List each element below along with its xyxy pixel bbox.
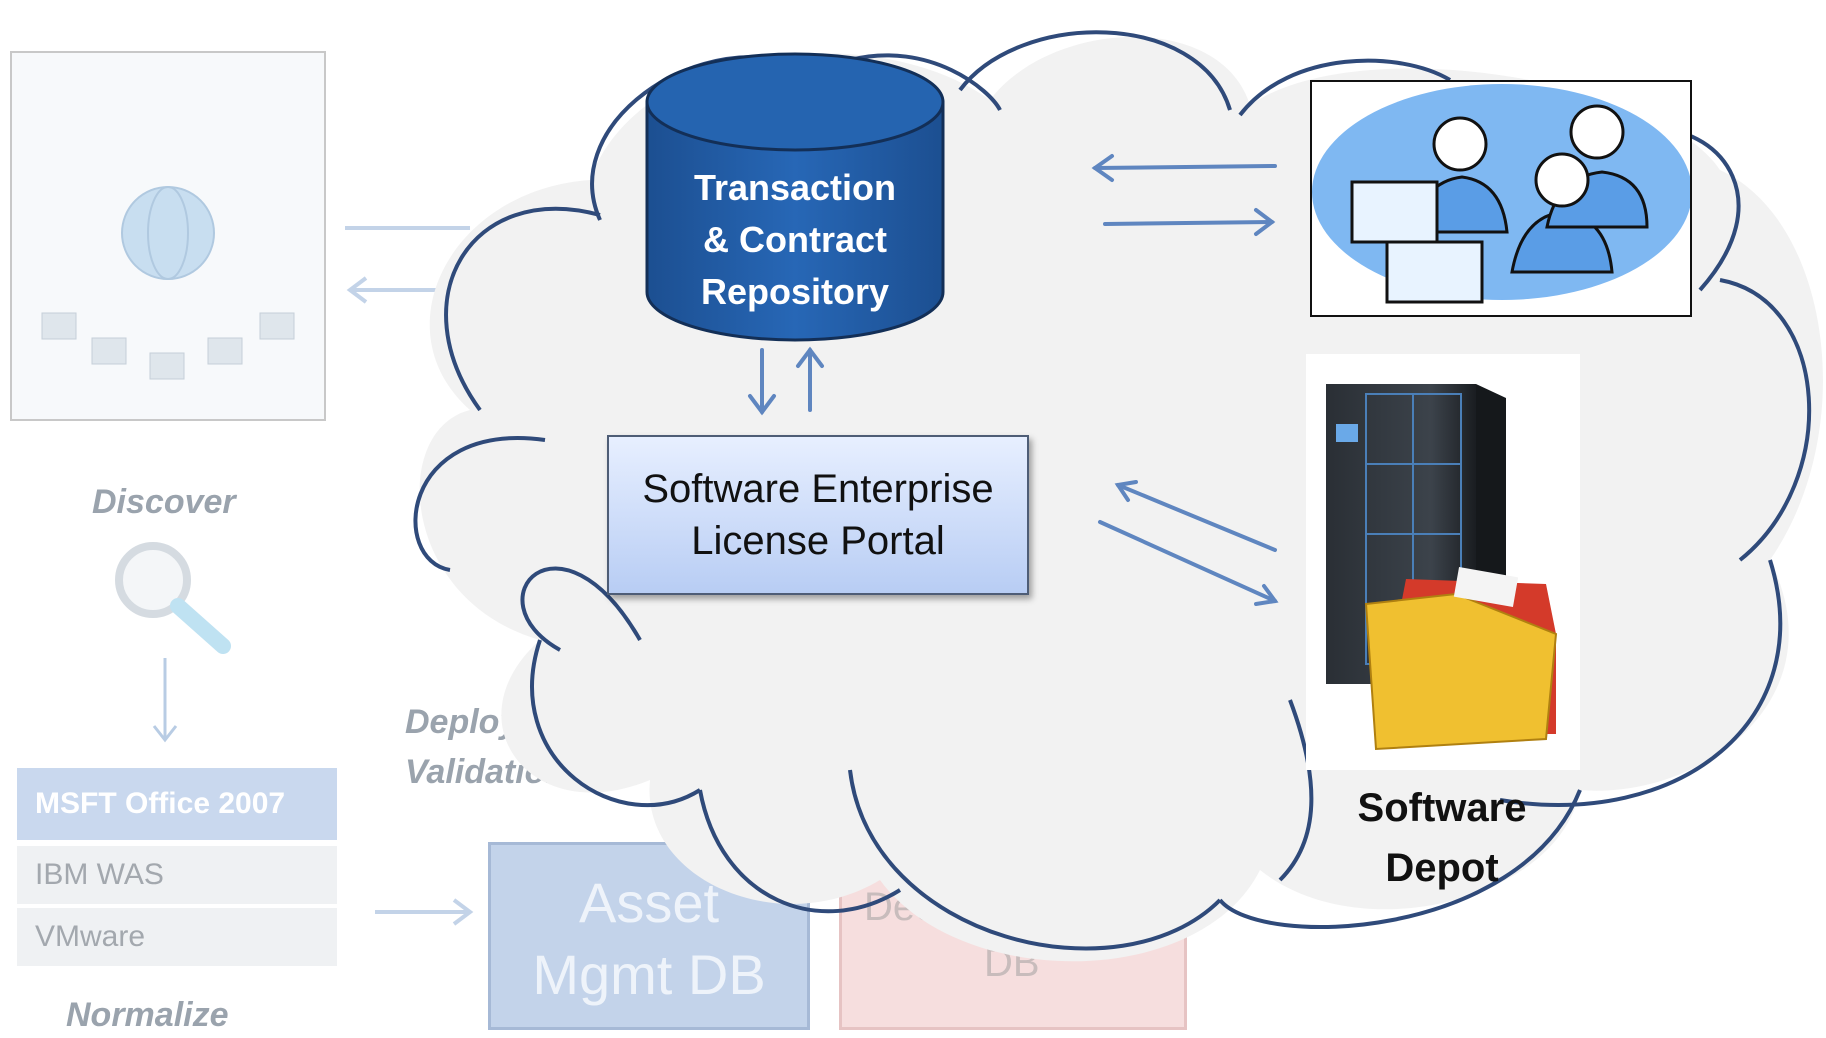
normalize-row: MSFT Office 2007 xyxy=(17,768,337,840)
normalize-row: VMware xyxy=(17,908,337,966)
repository-line2: & Contract xyxy=(702,219,887,260)
down-arrow-icon xyxy=(150,658,180,753)
depot-line2: Depot xyxy=(1385,846,1499,890)
arrow-to-callcenter xyxy=(1103,220,1274,226)
asset-line2: Mgmt DB xyxy=(532,943,766,1006)
repository-line1: Transaction xyxy=(693,167,897,208)
network-globe-image xyxy=(10,51,326,421)
discover-label: Discover xyxy=(92,483,236,521)
repository-label: Transaction & Contract Repository xyxy=(648,162,942,318)
portal-line1: Software Enterprise xyxy=(642,467,994,511)
arrowhead-faded xyxy=(346,276,368,304)
arrow-to-repository xyxy=(1093,164,1277,170)
asset-line1: Asset xyxy=(578,871,720,934)
arrowhead-faded xyxy=(452,898,474,926)
arrow-to-depot xyxy=(1098,520,1277,603)
software-depot-label: Software Depot xyxy=(1300,778,1584,898)
magnifier-icon xyxy=(108,538,238,663)
software-depot-image xyxy=(1306,354,1580,770)
license-portal-box: Software Enterprise License Portal xyxy=(607,435,1029,595)
normalize-row-label: IBM WAS xyxy=(35,858,164,891)
normalize-row-label: MSFT Office 2007 xyxy=(35,787,286,820)
call-center-image xyxy=(1310,80,1692,317)
repository-line3: Repository xyxy=(700,271,890,312)
arrow-to-portal xyxy=(1116,483,1277,552)
normalize-row: IBM WAS xyxy=(17,846,337,904)
repository-cylinder xyxy=(645,52,945,342)
portal-line2: License Portal xyxy=(691,519,945,563)
normalize-row-label: VMware xyxy=(35,920,146,953)
depot-line1: Software xyxy=(1357,786,1527,830)
normalize-label: Normalize xyxy=(66,996,229,1034)
